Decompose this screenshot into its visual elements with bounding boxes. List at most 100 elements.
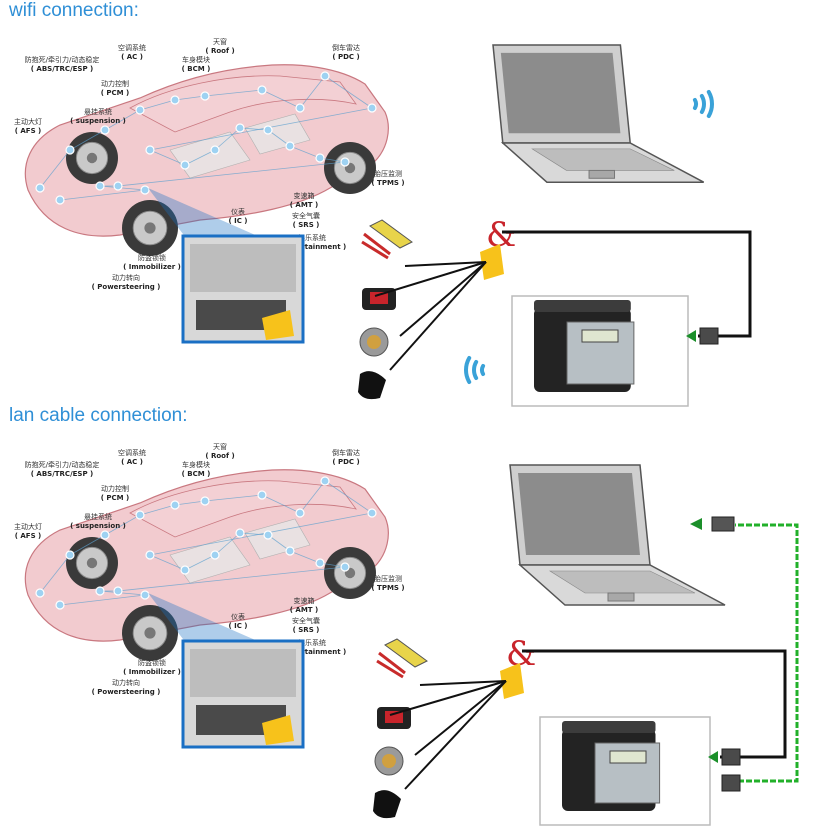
section-title: wifi connection: (9, 0, 139, 21)
ecu-node (210, 550, 220, 560)
obd-plug-closeup (262, 310, 294, 340)
zoom-beam (148, 188, 262, 238)
ecu-node (100, 530, 110, 540)
car-label-suspension: ( suspension ) (70, 117, 126, 125)
car-wheel-hub (144, 627, 156, 639)
ecu-node (285, 141, 295, 151)
wifi-connection-section: wifi connection: 防抱死/牵引力/动态稳定( ABS/TRC/E… (0, 0, 825, 412)
car-label-cn-bcm: 车身模块 (182, 460, 210, 469)
diagnostic-cable (399, 261, 487, 337)
laptop-touchpad (588, 169, 616, 179)
car-label-cn-amt: 变速箱 (294, 191, 315, 200)
car-label-cn-bcm: 车身模块 (182, 55, 210, 64)
ecu-node (367, 103, 377, 113)
can-bus-wire (239, 127, 269, 131)
can-bus-wire (39, 149, 71, 189)
round-14pin-face (382, 754, 396, 768)
dashboard-closeup (190, 649, 296, 697)
car-label-cn-entertainment: 娱乐系统 (298, 638, 326, 647)
car-label-pcm: ( PCM ) (101, 89, 130, 97)
car-label-pdc: ( PDC ) (332, 53, 359, 61)
direction-arrow (686, 330, 696, 342)
can-bus-wire (239, 532, 269, 536)
wifi-connection-diagram: 防抱死/牵引力/动态稳定( ABS/TRC/ESP )空调系统( AC )天窗(… (14, 37, 752, 407)
car-windshield (129, 75, 357, 133)
ecu-node (170, 500, 180, 510)
ecu-node (140, 185, 150, 195)
ecu-node (113, 181, 123, 191)
car-label-bcm: ( BCM ) (182, 65, 211, 73)
ecu-node (257, 490, 267, 500)
can-bus-wire (39, 554, 71, 594)
banana-lead-wires (376, 651, 406, 679)
car-label-afs: ( AFS ) (15, 127, 42, 135)
ecu-node (340, 157, 350, 167)
cable-connector (699, 327, 719, 345)
can-bus-wire (99, 590, 146, 596)
can-bus-wire (184, 149, 216, 166)
can-bus-wire (324, 480, 373, 514)
car-label-bcm: ( BCM ) (182, 470, 211, 478)
car-label-entertainment: ( Entertainment ) (278, 243, 346, 251)
wifi-wave (480, 364, 486, 376)
direction-arrow (690, 518, 702, 530)
car-label-cn-powersteering: 动力转向 (112, 273, 140, 282)
ecu-node (55, 600, 65, 610)
can-bus-wire (104, 109, 141, 131)
car-label-amt: ( AMT ) (290, 606, 318, 614)
diagnostic-cable (389, 261, 487, 371)
car-label-cn-pcm: 动力控制 (101, 79, 129, 88)
car-label-cn-pdc: 倒车雷达 (332, 448, 360, 457)
ecu-node (135, 510, 145, 520)
ecu-node (263, 530, 273, 540)
diagnostic-cable (414, 680, 507, 756)
laptop-screen (500, 52, 621, 134)
car-label-ac: ( AC ) (121, 458, 143, 466)
wifi-wave (692, 98, 698, 110)
ecu-node (315, 153, 325, 163)
banana-lead-plugs (384, 638, 428, 668)
ecu-node (200, 91, 210, 101)
ecu-node (100, 125, 110, 135)
can-bus-wire (117, 566, 346, 592)
direction-arrow (708, 751, 718, 763)
car-label-cn-ac: 空调系统 (118, 448, 146, 457)
wifi-wave (699, 94, 706, 114)
can-bus-wire (261, 494, 301, 514)
car-wheel-hub (144, 222, 156, 234)
ecu-node (55, 195, 65, 205)
main-cable (502, 230, 752, 338)
mb-star-c5-handle (562, 721, 656, 733)
ecu-node (295, 103, 305, 113)
wifi-wave (464, 356, 472, 384)
ecu-node (200, 496, 210, 506)
can-bus-wire (174, 95, 206, 101)
car-label-cn-afs: 主动大灯 (14, 522, 42, 531)
lan-connection-diagram: 防抱死/牵引力/动态稳定( ABS/TRC/ESP )空调系统( AC )天窗(… (14, 442, 799, 826)
diagnostic-cable (404, 261, 487, 267)
car-label-cn-suspension: 悬挂系统 (84, 512, 112, 521)
cable-connector (721, 748, 741, 766)
can-bus-wire (299, 480, 326, 514)
laptop-screen (518, 473, 640, 555)
can-bus-wire (289, 550, 321, 564)
car-label-immobilizer: ( Immobilizer ) (123, 668, 181, 676)
laptop-keys (531, 148, 675, 171)
can-bus-wire (149, 554, 186, 571)
car-label-cn-srs: 安全气囊 (292, 211, 320, 220)
ecu-node (235, 528, 245, 538)
car-label-cn-entertainment: 娱乐系统 (298, 233, 326, 242)
ecu-node (95, 586, 105, 596)
can-bus-wire (184, 554, 216, 571)
round-38pin-connector (373, 790, 401, 819)
car-label-ic: ( IC ) (228, 622, 247, 630)
can-bus-wire (139, 504, 176, 516)
ecu-node (295, 508, 305, 518)
car-label-afs: ( AFS ) (15, 532, 42, 540)
can-bus-wire (99, 185, 146, 191)
ecu-node (113, 586, 123, 596)
banana-lead-wires (361, 232, 391, 260)
can-bus-wire (324, 75, 373, 109)
obd-plug-hub (480, 244, 504, 280)
wifi-wave (472, 360, 479, 380)
